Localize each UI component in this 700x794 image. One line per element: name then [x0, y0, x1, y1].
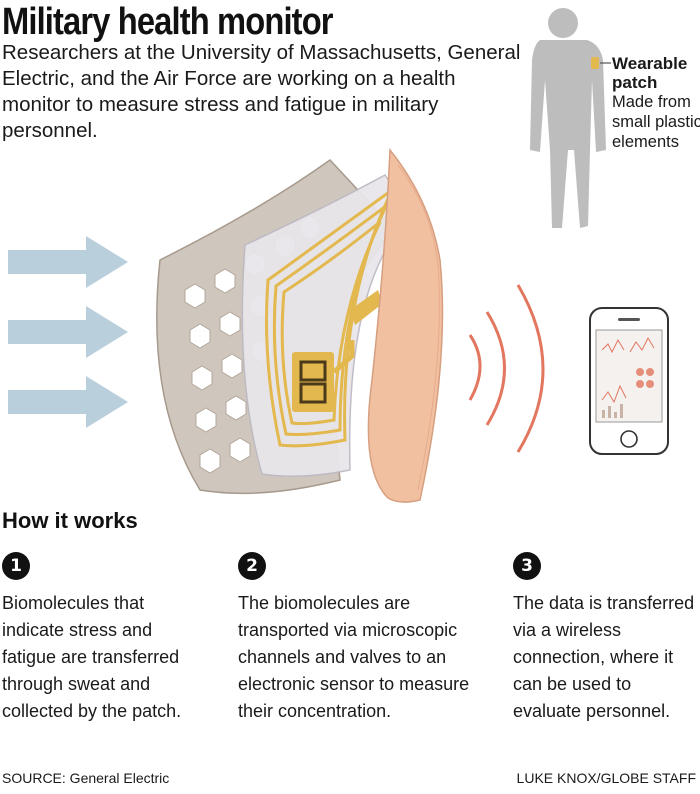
person-silhouette — [530, 8, 606, 228]
step-3: 3 The data is transferred via a wireless… — [513, 552, 698, 725]
step-text: The data is transferred via a wireless c… — [513, 593, 695, 721]
patch-name-line2: patch — [612, 73, 658, 92]
step-text: Biomolecules that indicate stress and fa… — [2, 593, 182, 721]
credit-line: LUKE KNOX/GLOBE STAFF — [516, 770, 696, 786]
patch-description: Made from small plastic elements — [612, 93, 700, 151]
inflow-arrow — [8, 306, 128, 358]
sensor-coil — [265, 188, 394, 448]
page-title: Military health monitor — [2, 1, 334, 43]
section-title: How it works — [2, 508, 138, 533]
intro-text: Researchers at the University of Massach… — [2, 41, 521, 142]
step-2: 2 The biomolecules are transported via m… — [238, 552, 488, 725]
smartphone-icon — [589, 307, 669, 455]
skin-layer — [367, 147, 444, 503]
step-1: 1 Biomolecules that indicate stress and … — [2, 552, 202, 725]
wearable-patch-label: Wearable patch Made from small plastic e… — [612, 54, 700, 152]
step-text: The biomolecules are transported via mic… — [238, 593, 470, 721]
patch-name-line1: Wearable — [612, 54, 688, 73]
inflow-arrows — [8, 236, 128, 428]
step-number-badge: 3 — [513, 552, 541, 580]
wireless-signal-icon — [468, 284, 545, 453]
patch-marker — [591, 57, 599, 69]
inflow-arrow — [8, 236, 128, 288]
device-illustration — [8, 8, 669, 503]
electronic-sensor — [292, 290, 382, 412]
step-number-badge: 2 — [238, 552, 266, 580]
source-note: SOURCE: General Electric — [2, 770, 170, 786]
step-number-badge: 1 — [2, 552, 30, 580]
inflow-arrow — [8, 376, 128, 428]
